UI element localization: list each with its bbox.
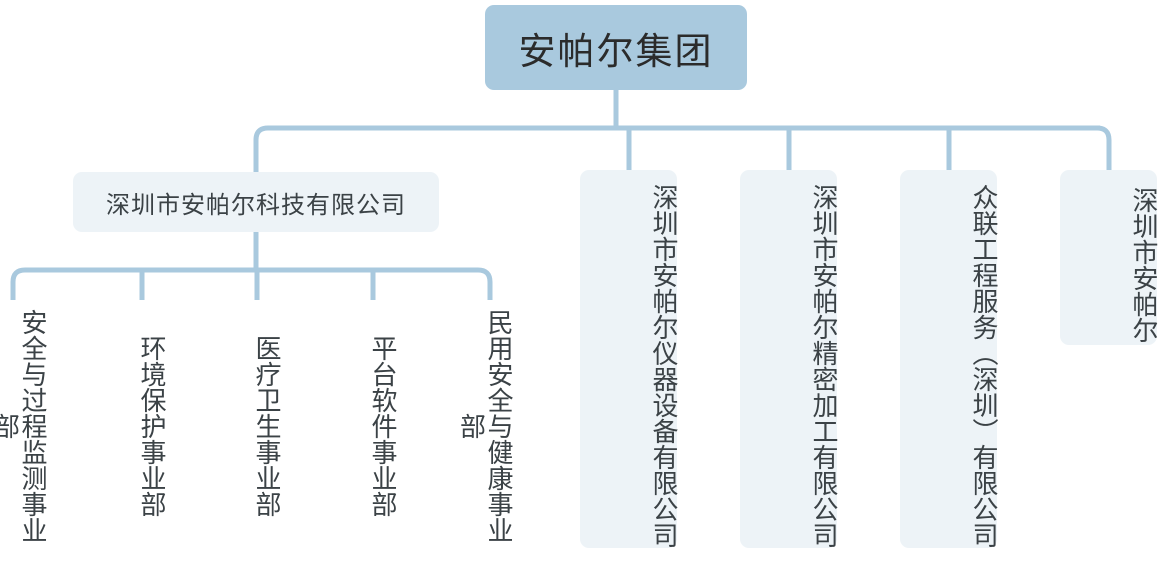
org-node-environmental-protection-label: 环境保护事业部 xyxy=(137,335,167,517)
org-node-apaer-tech-label: 深圳市安帕尔科技有限公司 xyxy=(106,191,406,219)
org-node-civil-safety-health[interactable]: 民用安全与健康事业部 xyxy=(456,300,514,552)
org-node-medical-health-label: 医疗卫生事业部 xyxy=(252,335,282,517)
org-node-apaer-precision[interactable]: 深圳市安帕尔精密加工有限公司 xyxy=(740,170,839,548)
org-node-apaer-tech[interactable]: 深圳市安帕尔科技有限公司 xyxy=(73,172,439,232)
org-node-apaer-instrument-label: 深圳市安帕尔仪器设备有限公司 xyxy=(649,184,679,548)
org-node-zhonglian-engineering-label: 众联工程服务（深圳）有限公司 xyxy=(969,184,999,548)
org-node-root-label: 安帕尔集团 xyxy=(518,30,714,72)
org-node-root[interactable]: 安帕尔集团 xyxy=(485,5,747,90)
org-node-apaer-precision-label: 深圳市安帕尔精密加工有限公司 xyxy=(809,184,839,548)
org-node-environmental-protection[interactable]: 环境保护事业部 xyxy=(119,300,167,552)
org-node-zhonglian-engineering[interactable]: 众联工程服务（深圳）有限公司 xyxy=(900,170,999,548)
org-node-safety-process-monitoring-label: 安全与过程监测事业部 xyxy=(0,309,48,543)
org-node-civil-safety-health-label: 民用安全与健康事业部 xyxy=(456,309,514,543)
org-node-safety-process-monitoring[interactable]: 安全与过程监测事业部 xyxy=(0,300,48,552)
org-node-platform-software[interactable]: 平台软件事业部 xyxy=(350,300,398,552)
org-node-apaer-instrument[interactable]: 深圳市安帕尔仪器设备有限公司 xyxy=(580,170,679,548)
org-node-platform-software-label: 平台软件事业部 xyxy=(368,335,398,517)
org-node-apaer-shenzhen-label: 深圳市安帕尔 xyxy=(1129,186,1159,343)
org-node-apaer-shenzhen[interactable]: 深圳市安帕尔 xyxy=(1060,170,1159,345)
org-node-medical-health[interactable]: 医疗卫生事业部 xyxy=(234,300,282,552)
